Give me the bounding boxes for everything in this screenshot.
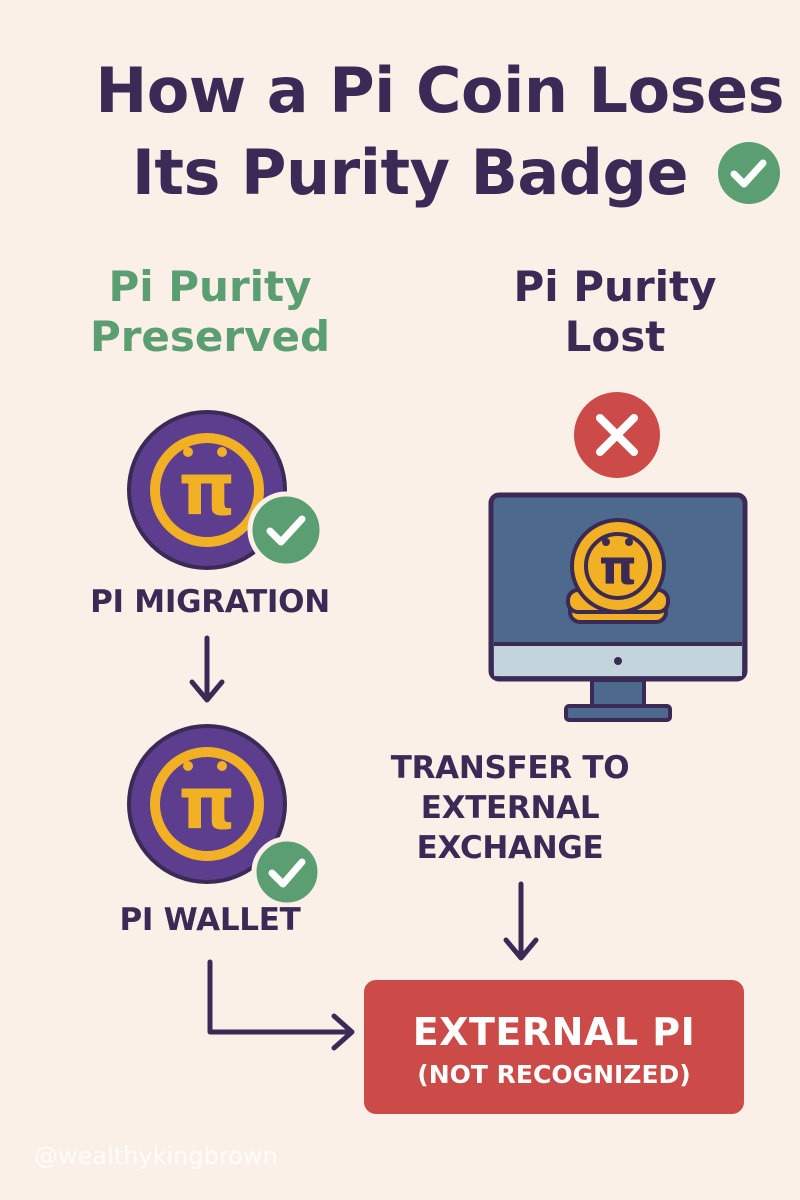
transfer-label: TRANSFER TO EXTERNAL EXCHANGE (390, 750, 630, 866)
title-check-icon (718, 142, 780, 204)
external-pi-title: EXTERNAL PI (412, 1010, 696, 1054)
pi-migration-label: PI MIGRATION (90, 584, 330, 620)
lost-heading: Pi Purity Lost (513, 262, 717, 361)
title-line-2: Its Purity Badge (131, 136, 689, 209)
preserved-heading: Pi Purity Preserved (89, 262, 331, 361)
pi-coin-migration-icon: π (127, 410, 325, 570)
watermark: @wealthykingbrown (34, 1142, 278, 1170)
external-pi-box: EXTERNAL PI (NOT RECOGNIZED) (364, 980, 744, 1114)
arrow-down-icon (503, 881, 539, 961)
migration-check-icon (247, 491, 325, 569)
monitor-icon: π (488, 492, 748, 722)
external-pi-subtitle: (NOT RECOGNIZED) (417, 1060, 691, 1089)
arrow-elbow-icon (207, 959, 355, 1051)
svg-text:π: π (179, 761, 236, 845)
title-line-1: How a Pi Coin Loses (95, 54, 784, 127)
pi-wallet-label: PI WALLET (119, 902, 301, 938)
svg-text:π: π (179, 447, 236, 531)
pi-coin-wallet-icon: π (127, 724, 323, 907)
wallet-check-icon (251, 836, 323, 907)
svg-text:π: π (599, 540, 637, 596)
pi-coin-stack-icon: π (566, 518, 670, 624)
x-circle-icon (574, 392, 660, 478)
arrow-down-icon (189, 635, 225, 703)
